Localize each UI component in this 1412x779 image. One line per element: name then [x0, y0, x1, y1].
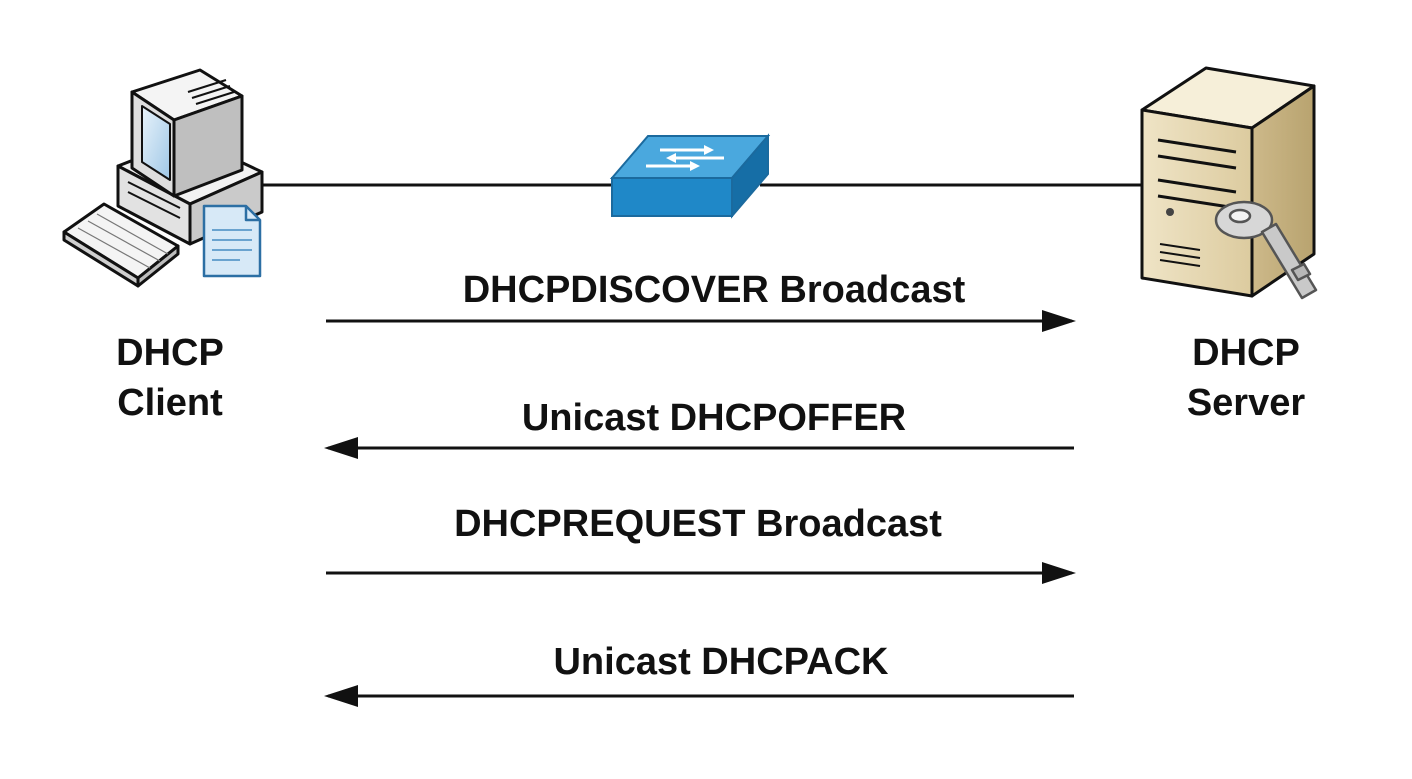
- network-switch-icon: [609, 133, 771, 219]
- desktop-computer-icon: [62, 68, 264, 288]
- key-icon: [1214, 200, 1318, 300]
- client-label: DHCP Client: [70, 328, 270, 428]
- server-label-line1: DHCP: [1192, 332, 1300, 374]
- client-label-line1: DHCP: [116, 332, 224, 374]
- server-tower-icon: [1140, 66, 1318, 300]
- message-label-request: DHCPREQUEST Broadcast: [454, 503, 942, 545]
- client-label-line2: Client: [117, 382, 223, 424]
- message-label-discover: DHCPDISCOVER Broadcast: [462, 269, 966, 311]
- server-label-line2: Server: [1186, 382, 1306, 424]
- message-label-offer: Unicast DHCPOFFER: [521, 397, 907, 439]
- message-label-ack: Unicast DHCPACK: [553, 641, 889, 683]
- server-label: DHCP Server: [1146, 328, 1346, 428]
